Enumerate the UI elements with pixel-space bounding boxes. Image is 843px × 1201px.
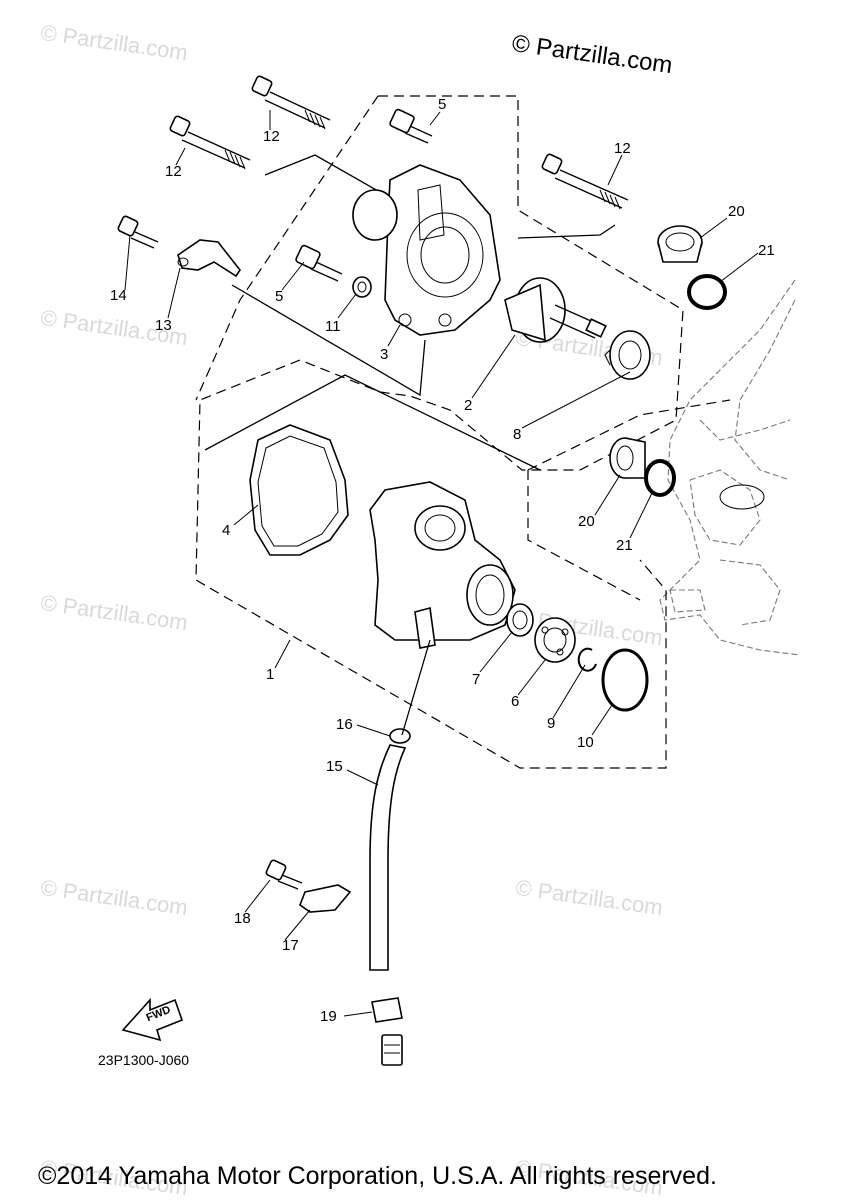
part-label-18: 18: [234, 910, 251, 927]
group-line-12b: [517, 224, 616, 239]
flange-bolt-5-lower: [295, 244, 343, 282]
part-label-7: 7: [472, 671, 481, 688]
collar-20-lower: [609, 437, 646, 479]
fwd-arrow-icon: [121, 997, 184, 1042]
bearing-6: [534, 617, 576, 663]
o-ring-10: [601, 648, 649, 712]
part-label-14: 14: [110, 287, 127, 304]
part-label-12: 12: [263, 128, 280, 145]
o-ring-21-upper: [687, 274, 727, 310]
part-label-20: 20: [578, 513, 595, 530]
part-label-13: 13: [155, 317, 172, 334]
part-label-1: 1: [266, 666, 275, 683]
group-line-gasket: [204, 374, 541, 471]
seal-8: [604, 330, 651, 380]
part-label-21: 21: [616, 537, 633, 554]
hose-clamp-19: [371, 997, 403, 1066]
assembly-box-upper: [195, 95, 684, 769]
engine-case-outline: [659, 279, 801, 656]
collar-20-upper: [657, 225, 703, 263]
bracket-13: [177, 239, 241, 278]
part-label-15: 15: [326, 758, 343, 775]
part-label-20: 20: [728, 203, 745, 220]
label-leaders: [124, 110, 759, 1017]
bolt-18: [265, 859, 303, 890]
group-line-13: [231, 284, 426, 397]
circlip-9: [577, 647, 597, 672]
part-label-21: 21: [758, 242, 775, 259]
diagram-code: 23P1300-J060: [98, 1052, 190, 1068]
hose-clamp-16: [389, 728, 411, 744]
hose-15: [369, 744, 407, 971]
bolt-14: [117, 215, 159, 249]
part-label-12: 12: [614, 140, 631, 157]
case-bore: [719, 484, 765, 510]
washer-11: [352, 276, 372, 298]
impeller-shaft-2: [504, 277, 607, 343]
part-label-4: 4: [222, 522, 231, 539]
bolt-12-right: [541, 153, 629, 210]
part-label-17: 17: [282, 937, 299, 954]
part-label-10: 10: [577, 734, 594, 751]
part-label-8: 8: [513, 426, 522, 443]
pump-body-1: [369, 481, 516, 649]
pump-cover-3: [352, 164, 501, 336]
flange-bolt-5-upper: [389, 108, 433, 144]
part-label-5: 5: [438, 96, 447, 113]
part-label-9: 9: [547, 715, 556, 732]
part-label-5: 5: [275, 288, 284, 305]
part-label-3: 3: [380, 346, 389, 363]
part-label-12: 12: [165, 163, 182, 180]
oil-seal-7: [506, 603, 534, 637]
copyright-footer: ©2014 Yamaha Motor Corporation, U.S.A. A…: [38, 1162, 717, 1190]
o-ring-21-lower: [644, 459, 676, 497]
bolt-12-middle: [169, 115, 251, 170]
part-label-6: 6: [511, 693, 520, 710]
assembly-box-case: [527, 399, 731, 601]
part-label-19: 19: [320, 1008, 337, 1025]
part-label-16: 16: [336, 716, 353, 733]
part-label-2: 2: [464, 397, 473, 414]
gasket-4: [249, 424, 349, 556]
bolt-12-upper: [251, 75, 331, 130]
plate-17: [299, 884, 352, 913]
part-label-11: 11: [325, 318, 341, 335]
